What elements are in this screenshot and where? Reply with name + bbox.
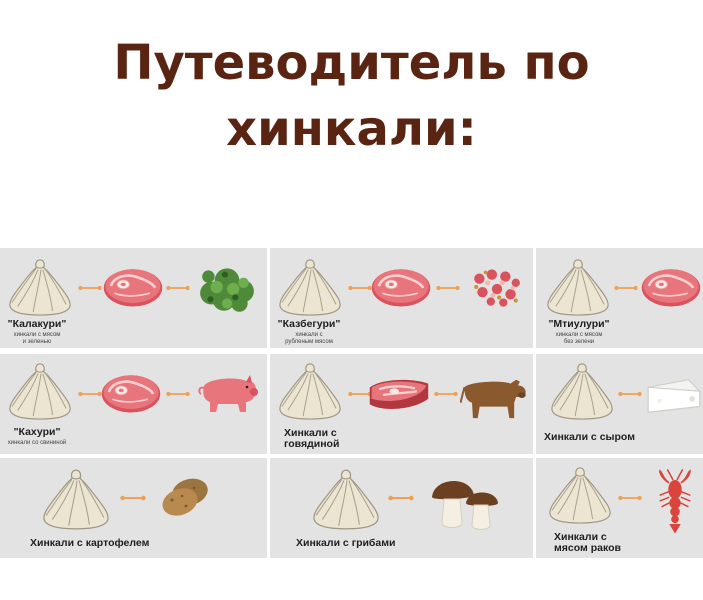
connector-icon xyxy=(348,391,372,397)
khinkali-grid: "Калакури" хинкали с мясом и зеленью "Ка… xyxy=(0,248,703,560)
connector-icon xyxy=(436,285,460,291)
card-kakhuri-icons xyxy=(9,363,259,420)
card-potato-name: Хинкали с картофелем xyxy=(30,537,150,549)
connector-icon xyxy=(166,391,190,397)
connector-icon xyxy=(618,391,642,397)
card-beef-name-2: говядиной xyxy=(284,438,340,450)
greens-icon xyxy=(200,268,254,312)
dumpling-icon xyxy=(43,469,109,530)
meat-icon xyxy=(100,373,162,414)
card-kakhuri-name: "Кахури" xyxy=(13,426,61,438)
connector-icon xyxy=(618,495,642,501)
card-crayfish-name-1: Хинкали с xyxy=(554,531,607,543)
dumpling-icon xyxy=(9,363,71,420)
card-potato: Хинкали с картофелем xyxy=(0,458,267,558)
card-cheese-name: Хинкали с сыром xyxy=(544,431,635,443)
steak-icon xyxy=(368,378,430,411)
title-line-1: Путеводитель по xyxy=(113,35,590,91)
connector-icon xyxy=(434,391,458,397)
card-mtiuluri: "Мтиулури" хинкали с мясом без зелени xyxy=(536,248,703,348)
connector-icon xyxy=(614,285,638,291)
card-mtiuluri-name: "Мтиулури" xyxy=(548,318,610,330)
card-cheese: Хинкали с сыром xyxy=(536,354,703,454)
minced-meat-icon xyxy=(474,269,520,307)
card-mushroom: Хинкали с грибами xyxy=(270,458,533,558)
meat-icon xyxy=(370,267,432,308)
mushroom-icon xyxy=(431,480,499,531)
meat-icon xyxy=(102,267,164,308)
card-kalakuri-desc-1: хинкали с мясом xyxy=(13,332,61,338)
card-kalakuri-name: "Калакури" xyxy=(7,318,67,330)
connector-icon xyxy=(120,495,146,501)
card-kakhuri: "Кахури" хинкали со свининой xyxy=(0,354,267,454)
dumpling-icon xyxy=(313,469,379,530)
crayfish-icon xyxy=(658,468,692,535)
connector-icon xyxy=(348,285,372,291)
dumpling-icon xyxy=(549,467,611,524)
pig-icon xyxy=(198,374,259,413)
card-mtiuluri-desc-2: без зелени xyxy=(563,339,595,345)
card-kakhuri-desc: хинкали со свининой xyxy=(7,440,67,446)
dumpling-icon xyxy=(279,259,341,316)
potato-icon xyxy=(158,474,211,518)
dumpling-icon xyxy=(9,259,71,316)
card-kazbeguri-name: "Казбегури" xyxy=(277,318,341,330)
dumpling-icon xyxy=(279,363,341,420)
connector-icon xyxy=(166,285,190,291)
card-kalakuri-desc-2: и зеленью xyxy=(22,339,52,345)
card-mtiuluri-desc-1: хинкали с мясом xyxy=(555,332,603,338)
card-crayfish: Хинкали с мясом раков xyxy=(536,458,703,558)
meat-icon xyxy=(640,267,702,308)
connector-icon xyxy=(388,495,414,501)
card-crayfish-name-2: мясом раков xyxy=(554,542,621,554)
connector-icon xyxy=(78,391,102,397)
card-kalakuri: "Калакури" хинкали с мясом и зеленью xyxy=(0,248,267,348)
card-kazbeguri: "Казбегури" хинкали с рубленым мясом xyxy=(270,248,533,348)
card-beef: Хинкали с говядиной xyxy=(270,354,533,454)
card-mushroom-name: Хинкали с грибами xyxy=(296,537,396,549)
cow-icon xyxy=(460,378,527,420)
cheese-icon xyxy=(647,379,701,413)
dumpling-icon xyxy=(547,259,609,316)
connector-icon xyxy=(78,285,102,291)
dumpling-icon xyxy=(551,363,613,420)
card-kazbeguri-desc-2: рубленым мясом xyxy=(285,339,333,345)
card-kazbeguri-desc-1: хинкали с xyxy=(295,332,323,338)
card-beef-name-1: Хинкали с xyxy=(284,427,337,439)
title-line-2: хинкали: xyxy=(226,101,477,157)
